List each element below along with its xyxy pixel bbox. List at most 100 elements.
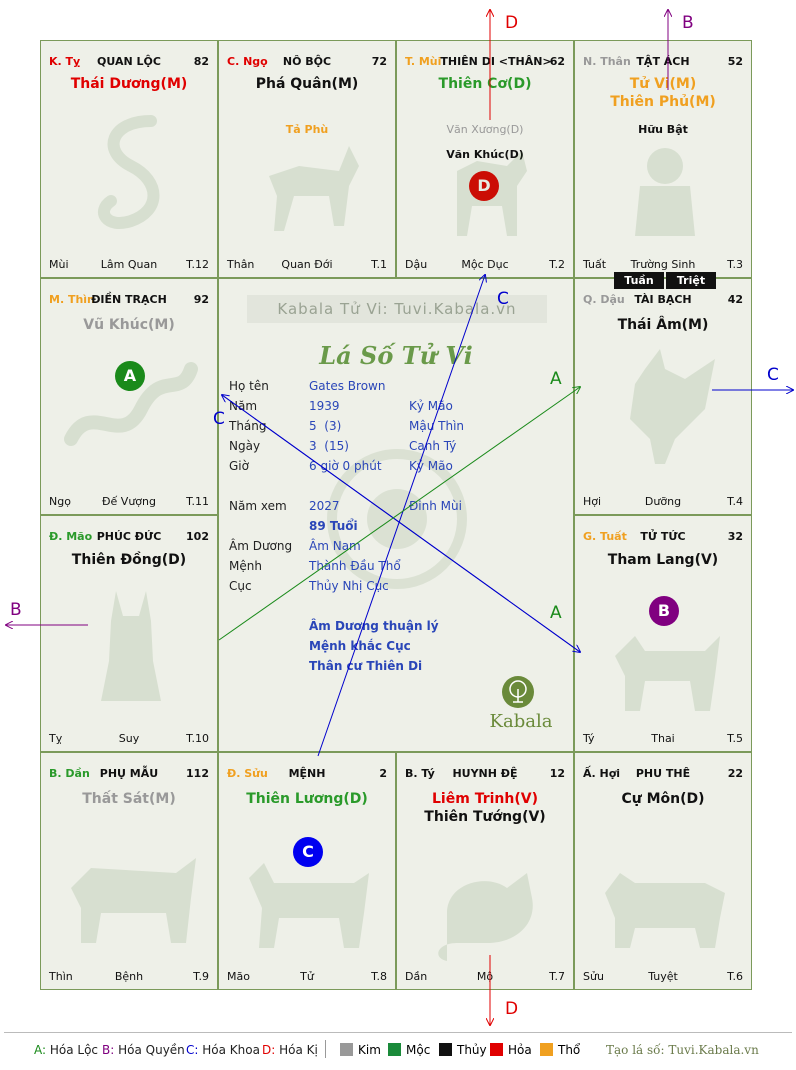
- main-star: Thái Âm(M): [617, 317, 709, 333]
- palace-foot-left: Tỵ: [49, 732, 63, 745]
- palace-foot-right: T.9: [193, 970, 209, 983]
- main-star: Vũ Khúc(M): [83, 317, 175, 333]
- legend-divider: [4, 1032, 792, 1033]
- palace-huynh-de[interactable]: B. Tý HUYNH ĐỆ 12 Liêm Trinh(V) Thiên Tư…: [396, 752, 574, 990]
- palace-menh[interactable]: Đ. Sửu MỆNH 2 Thiên Lương(D) C Mão Tử T.…: [218, 752, 396, 990]
- tho-label: Thổ: [558, 1043, 581, 1057]
- palace-tai-bach[interactable]: Q. Dậu TÀI BẠCH 42 Thái Âm(M) Hợi Dưỡng …: [574, 278, 752, 515]
- palace-name: TÀI BẠCH: [634, 293, 692, 306]
- palace-name: ĐIỀN TRẠCH: [91, 293, 167, 306]
- palace-name: TỬ TỨC: [640, 530, 686, 543]
- am-duong-label: Âm Dương: [229, 539, 293, 553]
- palace-can-chi: Q. Dậu: [583, 293, 625, 306]
- legend-kim: Kim: [340, 1043, 381, 1057]
- thuy-label: Thủy: [457, 1043, 487, 1057]
- arrow-label-b-left: B: [10, 600, 22, 620]
- minor-star: Hữu Bật: [638, 123, 688, 136]
- palace-foot-center: Đế Vượng: [102, 495, 156, 508]
- palace-foot-center: Tử: [300, 970, 314, 983]
- rat-icon: [438, 873, 533, 961]
- arrow-label-d-top: D: [505, 13, 518, 33]
- palace-foot-center: Bệnh: [114, 970, 144, 983]
- palace-dien-trach[interactable]: M. Thìn ĐIỀN TRẠCH 92 Vũ Khúc(M) A Ngọ Đ…: [40, 278, 218, 515]
- palace-name: TẬT ÁCH: [636, 55, 690, 68]
- palace-no-boc[interactable]: C. Ngọ NÔ BỘC 72 Phá Quân(M) Tả Phù Thân…: [218, 40, 396, 278]
- palace-foot-left: Mão: [227, 970, 250, 983]
- moc-swatch: [388, 1043, 401, 1056]
- arrow-label-c-right: C: [767, 365, 779, 385]
- palace-foot-right: T.7: [549, 970, 565, 983]
- palace-quan-loc[interactable]: K. Tỵ QUAN LỘC 82 Thái Dương(M) Mùi Lâm …: [40, 40, 218, 278]
- palace-can-chi: B. Tý: [405, 767, 435, 780]
- minor-star: Tả Phù: [285, 123, 329, 136]
- palace-foot-left: Thân: [227, 258, 255, 271]
- snake-icon: [98, 115, 160, 229]
- moc-label: Mộc: [406, 1043, 431, 1057]
- palace-can-chi: Ấ. Hợi: [583, 767, 621, 780]
- palace-foot-right: T.2: [549, 258, 565, 271]
- palace-phu-the[interactable]: Ấ. Hợi PHU THÊ 22 Cự Môn(D) Sửu Tuyệt T.…: [574, 752, 752, 990]
- palace-number: 42: [727, 293, 743, 306]
- palace-foot-center: Mộc Dục: [461, 258, 509, 271]
- main-star: Thiên Đồng(D): [71, 552, 187, 568]
- palace-foot-left: Tuất: [583, 258, 607, 271]
- palace-foot-left: Dậu: [405, 258, 428, 271]
- main-star: Thiên Tướng(V): [424, 809, 546, 825]
- palace-number: 52: [727, 55, 743, 68]
- palace-name: QUAN LỘC: [97, 55, 161, 68]
- palace-name: PHÚC ĐỨC: [96, 530, 162, 543]
- palace-tat-ach[interactable]: N. Thân TẬT ÁCH 52 Tử Vi(M) Thiên Phủ(M)…: [574, 40, 752, 278]
- palace-foot-center: Suy: [118, 732, 140, 745]
- palace-can-chi: Đ. Sửu: [227, 767, 268, 780]
- palace-phuc-duc[interactable]: Đ. Mão PHÚC ĐỨC 102 Thiên Đồng(D) Tỵ Suy…: [40, 515, 218, 752]
- palace-foot-left: Thìn: [49, 970, 73, 983]
- palace-phu-mau[interactable]: B. Dần PHỤ MẪU 112 Thất Sát(M) Thìn Bệnh…: [40, 752, 218, 990]
- palace-foot-right: T.12: [186, 258, 209, 271]
- thang-label: Tháng: [229, 419, 267, 433]
- cat-icon: [101, 591, 161, 701]
- note-menh-cuc: Mệnh khắc Cục: [309, 639, 411, 653]
- menh-label: Mệnh: [229, 559, 262, 573]
- kabala-tree-logo-icon: [502, 676, 534, 708]
- ngay-can-chi: Canh Tý: [409, 439, 457, 453]
- palace-thien-di[interactable]: T. Mùi THIÊN DI <THÂN> 62 Thiên Cơ(D) Vă…: [396, 40, 574, 278]
- watermark: Kabala Tử Vi: Tuvi.Kabala.vn: [247, 295, 547, 323]
- minor-star: Văn Khúc(D): [446, 148, 524, 161]
- palace-name: PHU THÊ: [635, 767, 691, 780]
- legend-key: C:: [186, 1043, 199, 1057]
- palace-can-chi: C. Ngọ: [227, 55, 268, 68]
- chart-title: Lá Số Tử Vi: [319, 341, 473, 370]
- palace-name: MỆNH: [288, 767, 326, 780]
- note-than-cu: Thân cư Thiên Di: [309, 659, 423, 673]
- main-star: Liêm Trinh(V): [432, 791, 538, 807]
- palace-foot-center: Trường Sinh: [630, 258, 696, 271]
- legend-separator: [325, 1040, 326, 1058]
- palace-can-chi: Đ. Mão: [49, 530, 93, 543]
- ngay-label: Ngày: [229, 439, 261, 453]
- legend-hoa-ki: D: Hóa Kị: [262, 1043, 318, 1057]
- gio-label: Giờ: [229, 459, 249, 473]
- palace-number: 72: [371, 55, 387, 68]
- monkey-icon: [635, 148, 695, 236]
- palace-foot-center: Mộ: [476, 970, 494, 983]
- nam-can-chi: Kỷ Mão: [409, 399, 453, 413]
- tuan-tag: Tuần: [614, 272, 664, 289]
- palace-foot-right: T.11: [186, 495, 209, 508]
- main-star: Phá Quân(M): [255, 76, 359, 92]
- hoa-khoa-badge: C: [293, 837, 323, 867]
- kim-swatch: [340, 1043, 353, 1056]
- cuc-label: Cục: [229, 579, 252, 593]
- palace-tu-tuc[interactable]: G. Tuất TỬ TỨC 32 Tham Lang(V) B Tý Thai…: [574, 515, 752, 752]
- palace-foot-right: T.5: [727, 732, 743, 745]
- palace-foot-center: Tuyệt: [648, 970, 678, 983]
- palace-can-chi: B. Dần: [49, 767, 90, 780]
- site-link[interactable]: Tạo lá số: Tuvi.Kabala.vn: [606, 1043, 759, 1057]
- legend-text: Hóa Kị: [279, 1043, 318, 1057]
- hoa-ki-badge: D: [469, 171, 499, 201]
- horse-icon: [269, 146, 359, 231]
- legend-hoa-khoa: C: Hóa Khoa: [186, 1043, 260, 1057]
- palace-name: NÔ BỘC: [282, 55, 332, 68]
- legend-moc: Mộc: [388, 1043, 430, 1057]
- triet-tag: Triệt: [666, 272, 716, 289]
- palace-number: 2: [379, 767, 387, 780]
